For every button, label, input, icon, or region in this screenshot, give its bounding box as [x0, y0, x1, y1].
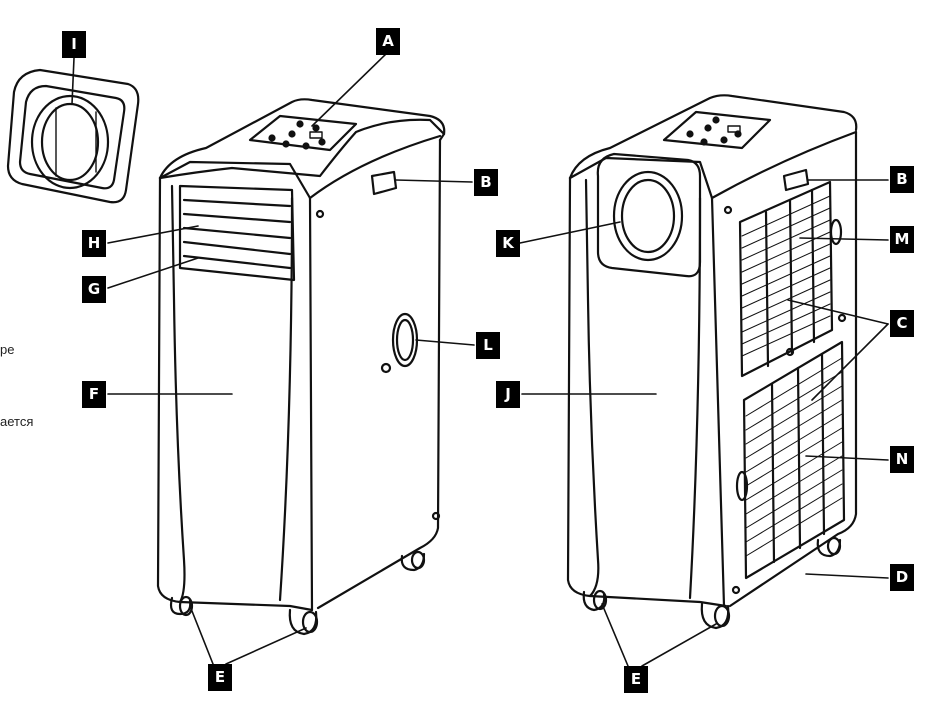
rear-unit-drawing	[566, 94, 858, 630]
callout-e-rear: E	[624, 666, 648, 693]
callout-e-front: E	[208, 664, 232, 691]
front-unit-drawing	[156, 98, 446, 636]
callout-j: J	[496, 381, 520, 408]
callout-b-rear: B	[890, 166, 914, 193]
callout-g: G	[82, 276, 106, 303]
callout-f: F	[82, 381, 106, 408]
callout-n: N	[890, 446, 914, 473]
callout-a: A	[376, 28, 400, 55]
callout-d: D	[890, 564, 914, 591]
side-text-line-2: ается	[0, 414, 34, 429]
leader-lines	[71, 51, 889, 667]
window-adapter-drawing	[6, 68, 140, 204]
callout-b-front: B	[474, 169, 498, 196]
callout-c: C	[890, 310, 914, 337]
callout-h: H	[82, 230, 106, 257]
callout-k: K	[496, 230, 520, 257]
side-text-line-1: ре	[0, 342, 15, 357]
callout-l: L	[476, 332, 500, 359]
callout-m: M	[890, 226, 914, 253]
callout-i: I	[62, 31, 86, 58]
